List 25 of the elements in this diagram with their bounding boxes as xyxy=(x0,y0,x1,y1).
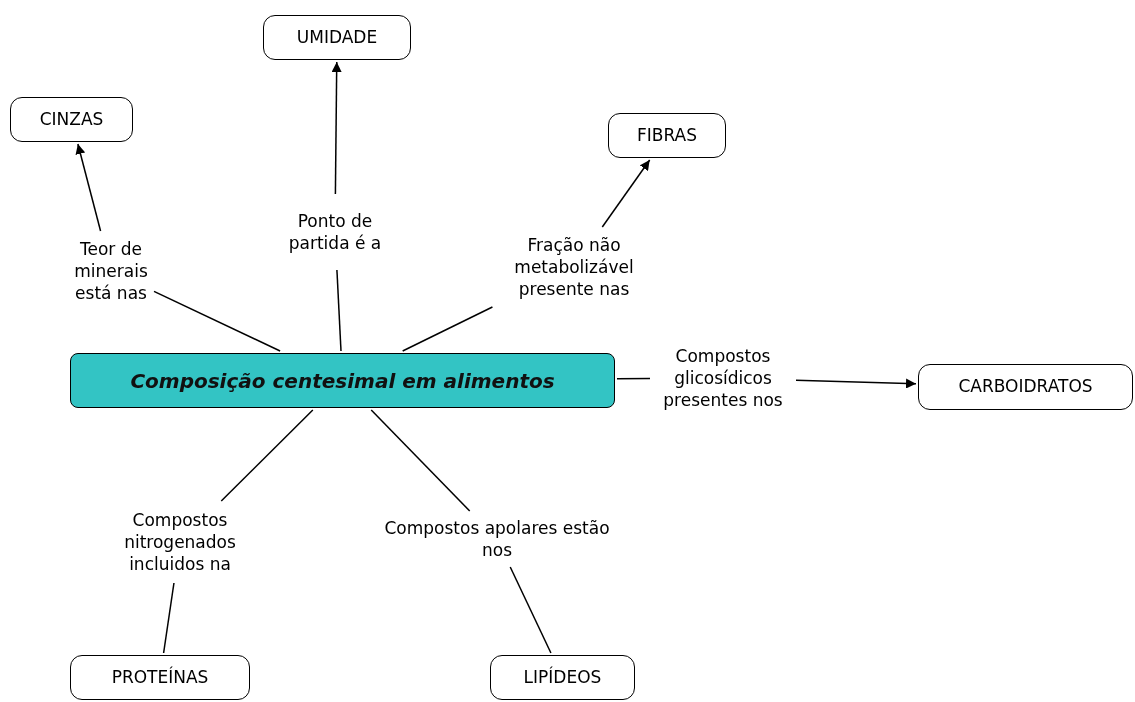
connector-line xyxy=(370,409,471,512)
main-concept-box: Composição centesimal em alimentos xyxy=(70,353,615,408)
concept-box: LIPÍDEOS xyxy=(490,655,635,700)
connector-line xyxy=(153,290,281,352)
connector-line xyxy=(220,409,314,502)
connector-line xyxy=(162,582,175,654)
connector-line xyxy=(616,377,651,380)
connector-line xyxy=(509,566,552,654)
linking-phrase: Compostos apolares estão nos xyxy=(382,513,612,565)
concept-box: FIBRAS xyxy=(608,113,726,158)
arrow xyxy=(601,159,651,228)
concept-box: CINZAS xyxy=(10,97,133,142)
concept-box: CARBOIDRATOS xyxy=(918,364,1133,410)
arrow xyxy=(75,143,102,232)
concept-box: UMIDADE xyxy=(263,15,411,60)
linking-phrase: Ponto de partida é a xyxy=(285,196,385,268)
connector-line xyxy=(336,269,342,352)
linking-phrase: Compostos glicosídicos presentes nos xyxy=(652,340,794,416)
concept-box: PROTEÍNAS xyxy=(70,655,250,700)
linking-phrase: Compostos nitrogenados incluidos na xyxy=(100,503,260,581)
arrow xyxy=(795,378,917,389)
arrow xyxy=(331,61,342,195)
linking-phrase: Fração não metabolizável presente nas xyxy=(478,229,670,305)
connector-line xyxy=(401,306,494,352)
linking-phrase: Teor de minerais está nas xyxy=(70,233,152,309)
